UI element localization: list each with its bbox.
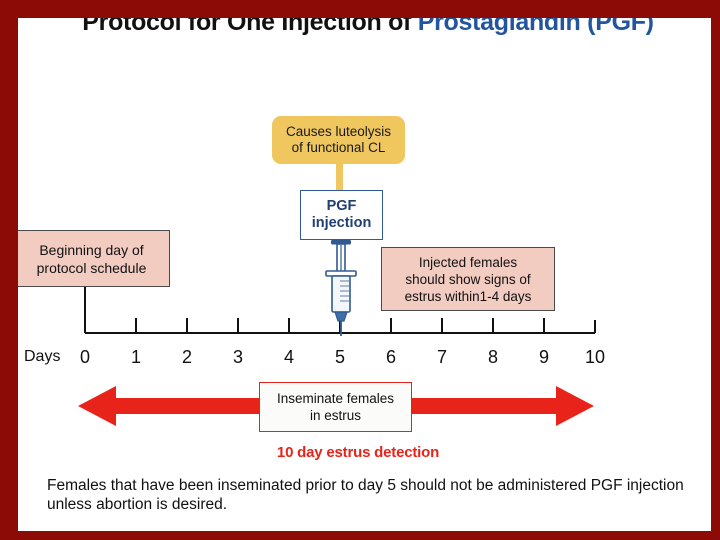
timeline-tick-label-8: 8 [487,347,498,367]
frame-border-left [0,0,18,540]
timeline-tick-label-10: 10 [584,347,606,367]
estrus-detection-label: 10 day estrus detection [276,444,440,461]
timeline-tick-label-2: 2 [181,347,192,367]
timeline-tick-4 [287,318,291,333]
frame-border-bottom [0,531,720,540]
timeline-tick-label-7: 7 [436,347,447,367]
timeline-tick-1 [134,318,138,333]
timeline-tick-label-6: 6 [385,347,396,367]
syringe-icon [320,236,362,341]
timeline-tick-label-5: 5 [334,347,345,367]
timeline-tick-8 [491,318,495,333]
timeline-tick-label-3: 3 [232,347,243,367]
timeline-tick-label-0: 0 [79,347,90,367]
timeline-tick-7 [440,318,444,333]
timeline-tick-label-9: 9 [538,347,549,367]
footnote-text: Females that have been inseminated prior… [47,477,684,513]
connector-line-day0 [84,285,86,333]
timeline-tick-10 [593,320,597,333]
callout-stem [336,160,343,194]
timeline-tick-6 [389,318,393,333]
timeline-tick-3 [236,318,240,333]
timeline-tick-9 [542,318,546,333]
frame-border-top [0,0,720,18]
frame-border-right [711,0,720,540]
timeline-tick-5 [338,318,342,333]
timeline-tick-0 [83,320,87,333]
timeline-axis [85,332,595,335]
timeline-axis-label: Days [24,348,61,365]
timeline-tick-label-1: 1 [130,347,141,367]
timeline-tick-label-4: 4 [283,347,294,367]
timeline-tick-2 [185,318,189,333]
